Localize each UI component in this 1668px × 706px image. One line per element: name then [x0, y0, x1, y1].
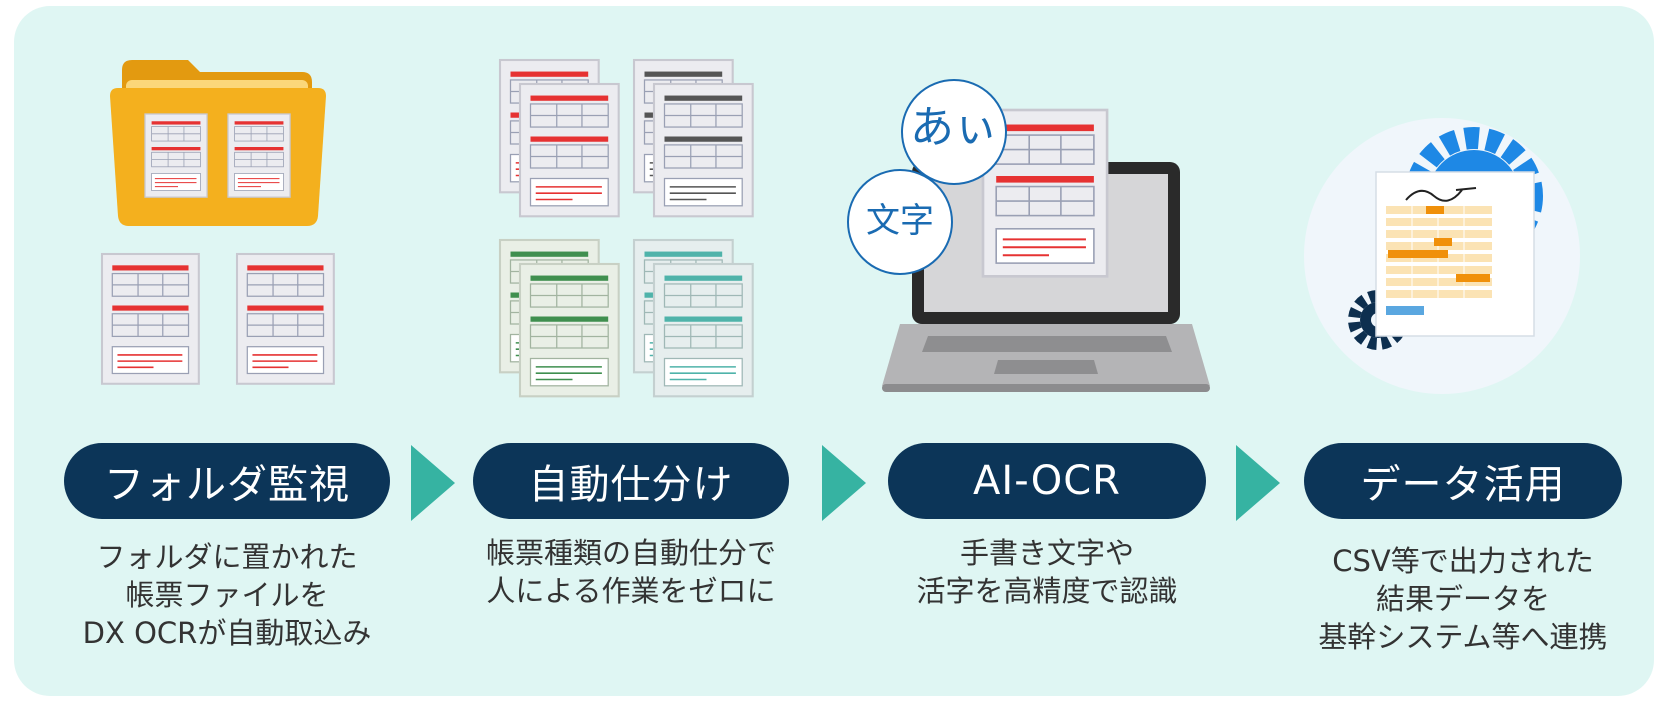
- step-4-label: データ活用: [1304, 443, 1622, 519]
- step-1-desc-line-2: 帳票ファイルを: [125, 578, 329, 612]
- arrow-3-icon: [1236, 445, 1280, 521]
- folder-with-forms-icon: [100, 60, 335, 385]
- laptop-ocr-icon: [882, 108, 1210, 392]
- step-2-description: 帳票種類の自動仕分で 人による作業をゼロに: [486, 534, 776, 610]
- step-3-desc-line-2: 活字を高精度で認識: [916, 574, 1178, 608]
- step-4-desc-line-1: CSV等で出力された: [1332, 544, 1594, 578]
- sorted-forms-icon: [498, 58, 754, 398]
- step-1-desc-line-1: フォルダに置かれた: [96, 540, 358, 574]
- step-1-desc-line-3: DX OCRが自動取込み: [82, 616, 372, 650]
- step-3-desc-line-1: 手書き文字や: [959, 536, 1135, 570]
- step-2-desc-line-1: 帳票種類の自動仕分で: [485, 536, 777, 570]
- ocr-bubble-hiragana: [901, 79, 1007, 185]
- step-4-description: CSV等で出力された 結果データを 基幹システム等へ連携: [1318, 542, 1607, 656]
- data-document-gears-icon: [1304, 118, 1580, 394]
- step-3-label: AI-OCR: [888, 443, 1206, 519]
- step-2-desc-line-2: 人による作業をゼロに: [486, 574, 776, 608]
- step-4-desc-line-2: 結果データを: [1375, 582, 1551, 616]
- arrow-1-icon: [411, 445, 455, 521]
- step-1-label: フォルダ監視: [64, 443, 390, 519]
- ocr-bubble-text-hiragana: あぃ: [910, 102, 998, 153]
- step-2-label: 自動仕分け: [473, 443, 789, 519]
- step-4-desc-line-3: 基幹システム等へ連携: [1318, 620, 1608, 654]
- ocr-bubble-text-kanji: 文字: [866, 201, 934, 241]
- arrow-2-icon: [822, 445, 866, 521]
- step-1-description: フォルダに置かれた 帳票ファイルを DX OCRが自動取込み: [83, 538, 372, 652]
- ocr-bubble-kanji: [847, 169, 953, 275]
- step-3-description: 手書き文字や 活字を高精度で認識: [916, 534, 1177, 610]
